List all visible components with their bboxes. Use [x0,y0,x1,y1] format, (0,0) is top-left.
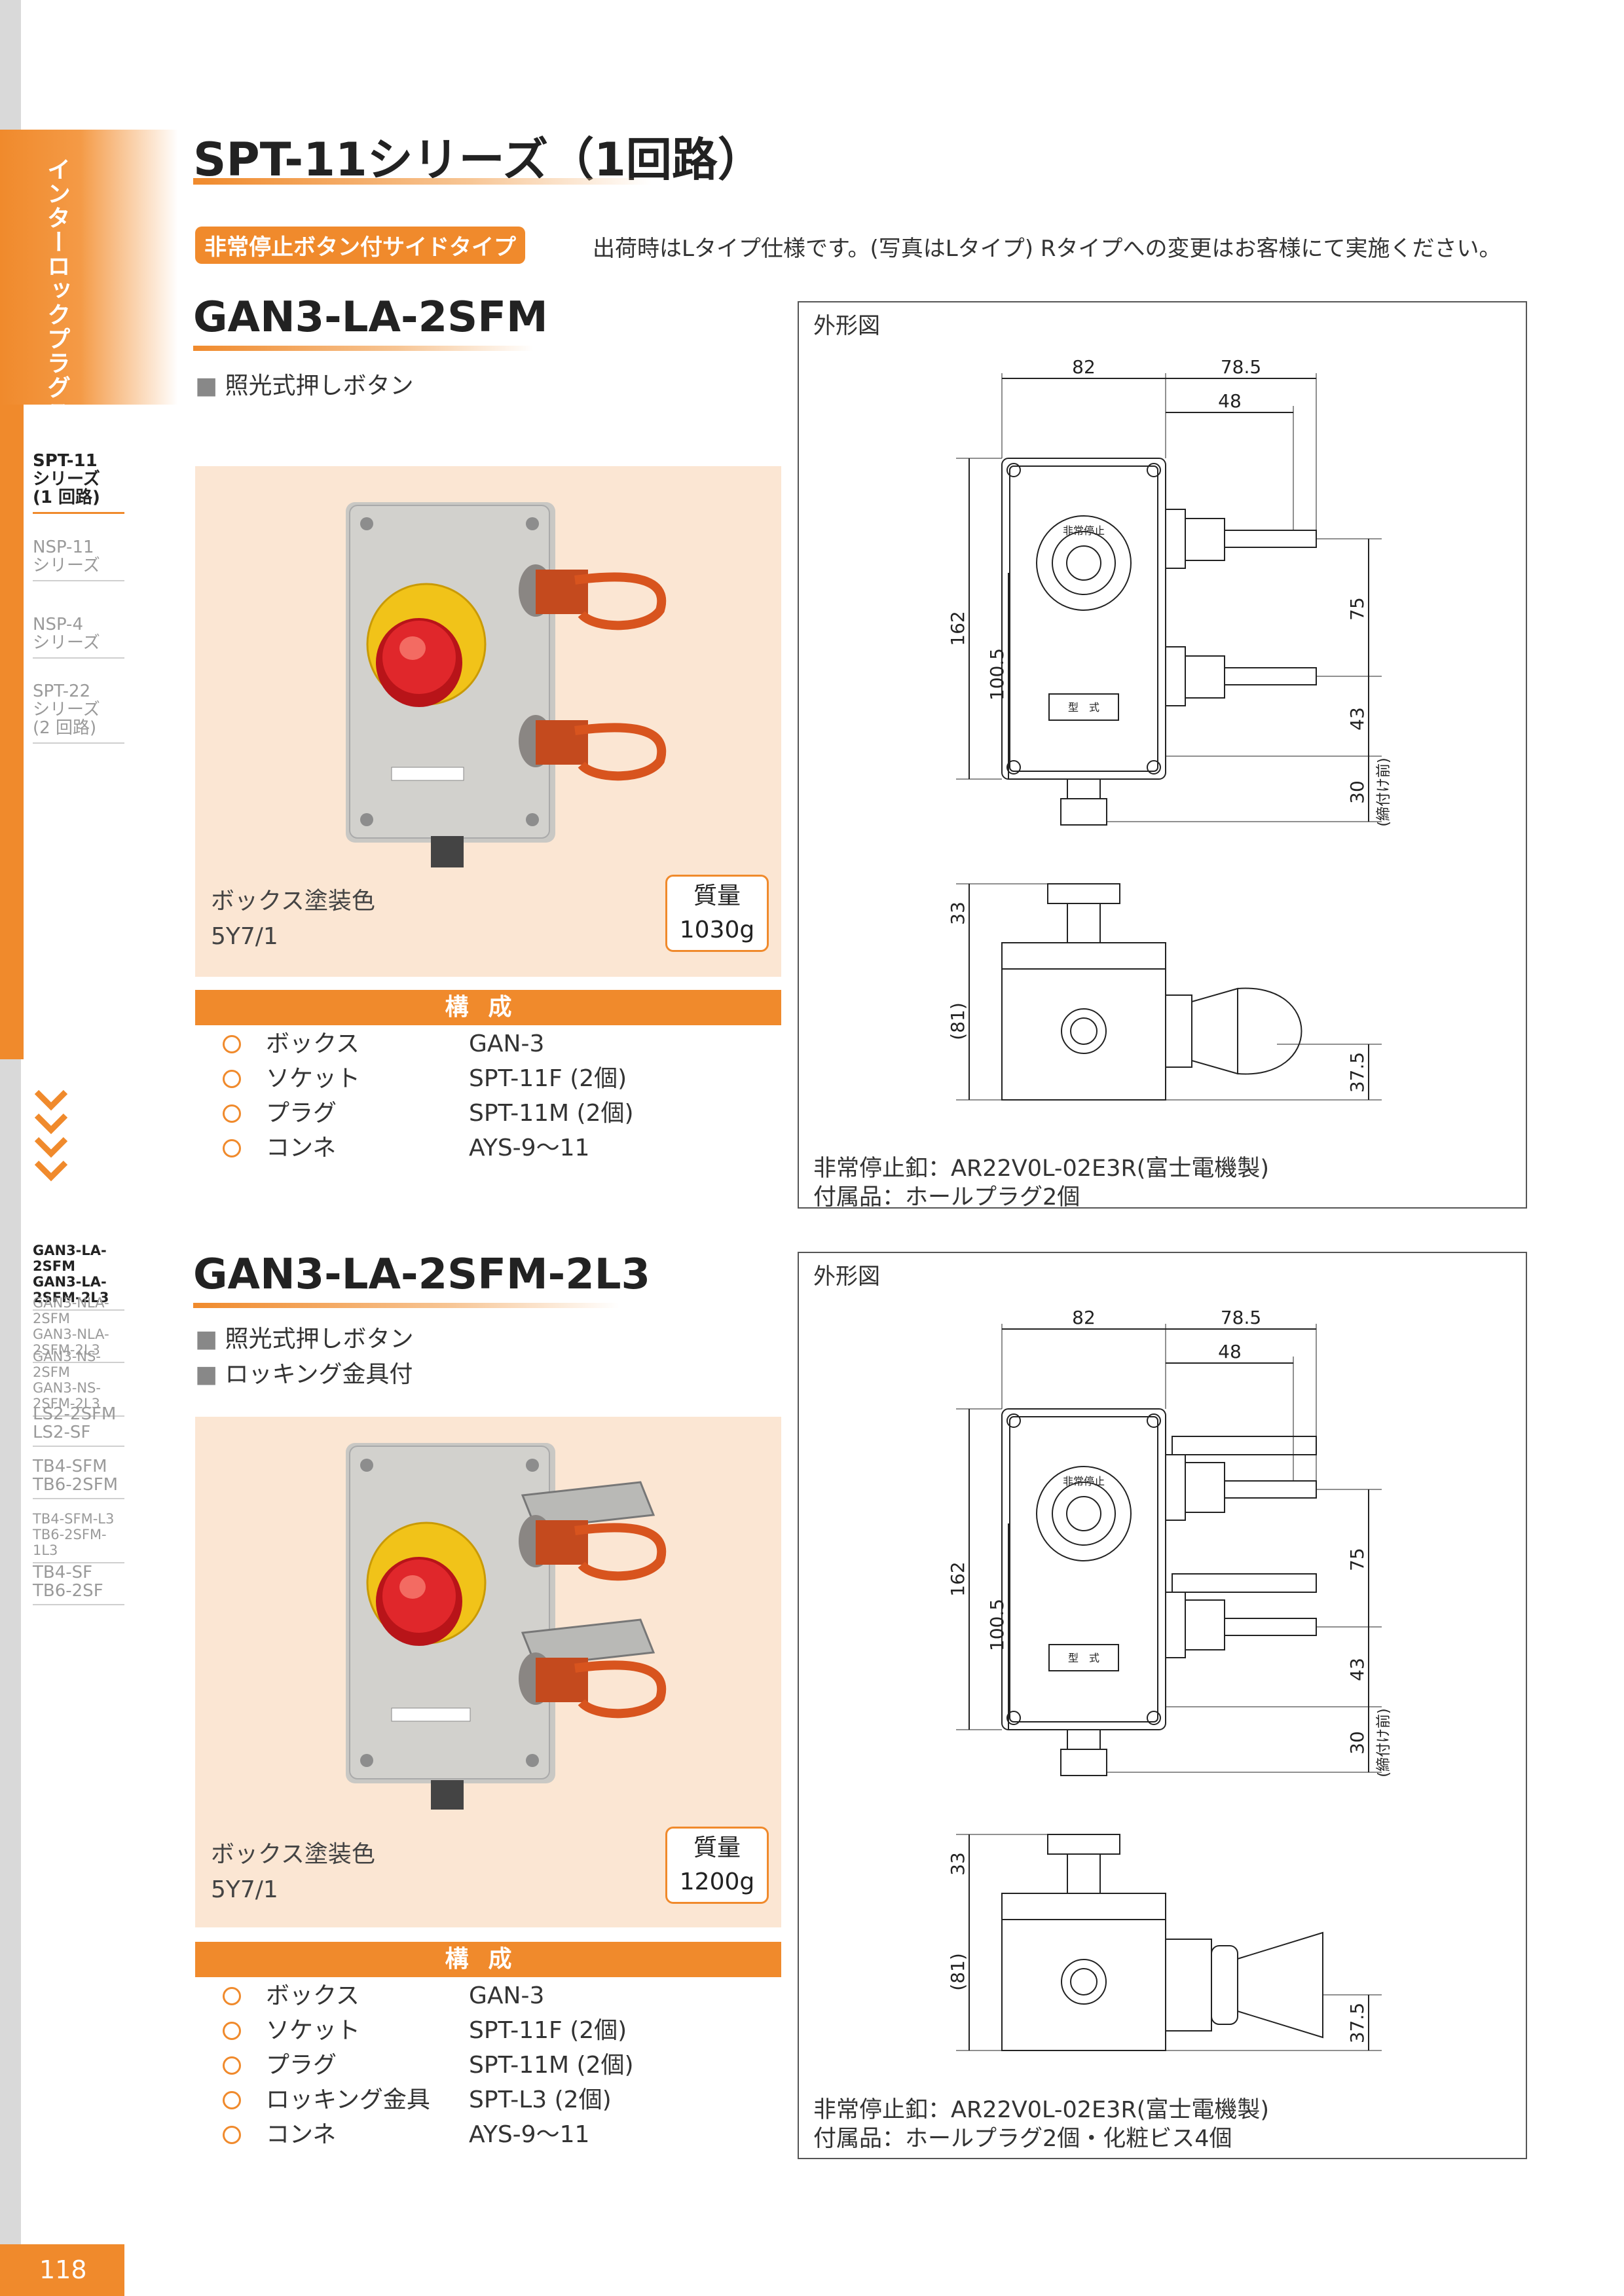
model-title-1: GAN3-LA-2SFM [193,293,548,342]
page-number: 118 [0,2244,124,2296]
circle-bullet-icon [223,2022,241,2040]
nav-series-spt22[interactable]: SPT-22 シリーズ (2 回路) [33,682,124,744]
svg-text:型 式: 型 式 [1068,701,1099,714]
svg-text:30: 30 [1346,1731,1368,1755]
circle-bullet-icon [223,2126,241,2144]
nav-model-gan3-nla-2sfm[interactable]: GAN3-NLA-2SFM GAN3-NLA-2SFM-2L3 [33,1295,124,1363]
paint-color-label-1: ボックス塗装色 [211,888,375,915]
paint-color-value-2: 5Y7/1 [211,1876,278,1903]
svg-text:78.5: 78.5 [1221,1307,1261,1328]
drawing-note-1a: 非常停止釦：AR22V0L-02E3R(富士電機製) [813,1156,1270,1182]
circle-bullet-icon [223,1139,241,1157]
mass-label-2: 質量 [693,1834,741,1861]
svg-text:162: 162 [947,611,969,646]
nav-series-nsp11[interactable]: NSP-11 シリーズ [33,538,124,581]
shipping-note: 出荷時はLタイプ仕様です。(写真はLタイプ) Rタイプへの変更はお客様にて実施く… [593,236,1502,262]
nav-model-tb4-sfm[interactable]: TB4-SFM TB6-2SFM [33,1457,124,1499]
circle-bullet-icon [223,2056,241,2075]
svg-text:48: 48 [1218,390,1242,412]
svg-text:162: 162 [947,1561,969,1596]
paint-color-label-2: ボックス塗装色 [211,1841,375,1868]
svg-text:33: 33 [947,1852,969,1876]
mass-value-2: 1200g [679,1868,755,1895]
model-underline-1 [193,346,534,351]
bullet-square-icon: ■ [195,373,225,399]
svg-text:43: 43 [1346,707,1368,731]
circle-bullet-icon [223,1987,241,2005]
svg-text:(81): (81) [947,1002,969,1040]
svg-text:78.5: 78.5 [1221,356,1261,378]
mass-label-1: 質量 [693,883,741,909]
circle-bullet-icon [223,2091,241,2109]
nav-model-tb4-sf[interactable]: TB4-SF TB6-2SF [33,1563,124,1605]
svg-text:100.5: 100.5 [986,1599,1008,1651]
mass-box-1: 質量 1030g [665,875,769,952]
svg-text:37.5: 37.5 [1346,2003,1368,2043]
outline-drawing-1: 型 式 非常停止 82 78.5 48 162 100.5 75 43 30 (… [871,340,1460,1129]
outline-drawing-label-2: 外形図 [813,1264,880,1290]
svg-text:非常停止: 非常停止 [1063,524,1105,537]
bullet-square-icon: ■ [195,1326,225,1353]
mass-value-1: 1030g [679,917,755,943]
nav-model-gan3-ns-2sfm[interactable]: GAN3-NS-2SFM GAN3-NS-2SFM-2L3 [33,1349,124,1417]
type-badge: 非常停止ボタン付サイドタイプ [195,227,525,264]
circle-bullet-icon [223,1104,241,1123]
mass-box-2: 質量 1200g [665,1827,769,1904]
feature-2-2: ■ ロッキング金具付 [195,1361,413,1388]
page-title: SPT-11シリーズ（1回路） [193,133,764,187]
svg-text:(締付け前): (締付け前) [1376,757,1392,826]
nav-series-nsp4[interactable]: NSP-4 シリーズ [33,615,124,659]
nav-model-tb4-sfm-l3[interactable]: TB4-SFM-L3 TB6-2SFM-1L3 [33,1511,124,1563]
svg-text:37.5: 37.5 [1346,1052,1368,1093]
svg-text:82: 82 [1072,356,1096,378]
side-section-block [0,130,178,405]
svg-text:43: 43 [1346,1658,1368,1681]
title-underline [193,178,652,185]
svg-text:82: 82 [1072,1307,1096,1328]
nav-model-gan3-la-2sfm[interactable]: GAN3-LA-2SFM GAN3-LA-2SFM-2L3 [33,1243,124,1311]
drawing-note-2a: 非常停止釦：AR22V0L-02E3R(富士電機製) [813,2097,1270,2123]
svg-text:(締付け前): (締付け前) [1376,1708,1392,1777]
chevron-down-icon [31,1087,71,1185]
svg-text:30: 30 [1346,780,1368,804]
drawing-note-1b: 付属品：ホールプラグ2個 [813,1184,1080,1211]
outline-drawing-frame-1 [798,301,1527,1209]
feature-1-1: ■ 照光式押しボタン [195,373,414,399]
svg-text:48: 48 [1218,1341,1242,1362]
svg-text:型 式: 型 式 [1068,1652,1099,1664]
bullet-square-icon: ■ [195,1361,225,1388]
svg-text:100.5: 100.5 [986,648,1008,701]
feature-2-1: ■ 照光式押しボタン [195,1326,414,1353]
svg-text:(81): (81) [947,1953,969,1990]
circle-bullet-icon [223,1070,241,1088]
svg-text:33: 33 [947,902,969,925]
svg-text:非常停止: 非常停止 [1063,1475,1105,1487]
outline-drawing-2: 型 式 非常停止 82 78.5 48 162 100.5 75 43 30 (… [871,1291,1460,2079]
outline-drawing-frame-2 [798,1252,1527,2159]
paint-color-value-1: 5Y7/1 [211,923,278,950]
model-title-2: GAN3-LA-2SFM-2L3 [193,1250,651,1299]
side-section-title: インターロックプラグユニット [43,157,70,496]
nav-series-spt11[interactable]: SPT-11 シリーズ (1 回路) [33,452,124,514]
composition-header-1: 構成 [195,990,781,1025]
svg-text:75: 75 [1346,597,1368,621]
nav-model-ls2[interactable]: LS2-2SFM LS2-SF [33,1405,124,1447]
circle-bullet-icon [223,1035,241,1053]
outline-drawing-label-1: 外形図 [813,313,880,339]
svg-text:75: 75 [1346,1548,1368,1571]
drawing-note-2b: 付属品：ホールプラグ2個・化粧ビス4個 [813,2126,1232,2152]
model-underline-2 [193,1303,619,1308]
composition-header-2: 構成 [195,1942,781,1977]
product-photo-1 [195,466,781,977]
product-photo-2 [195,1417,781,1927]
